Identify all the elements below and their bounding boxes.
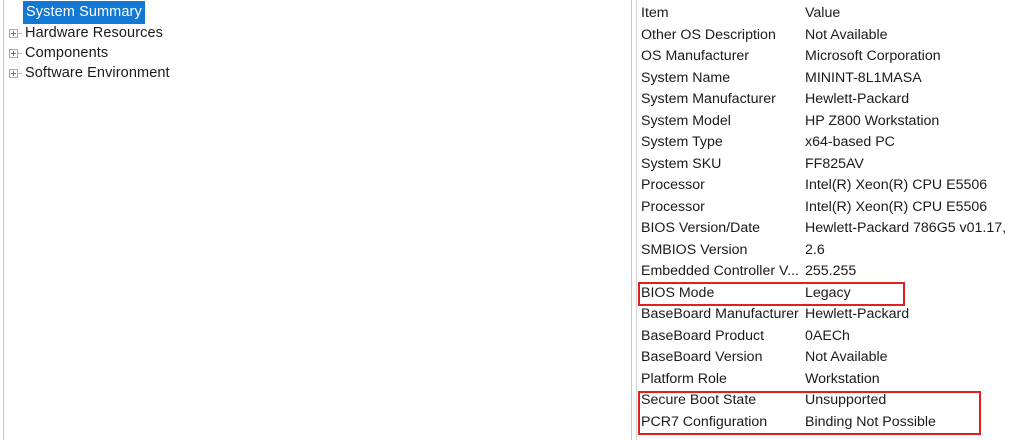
detail-item-value: Workstation <box>805 370 880 387</box>
expand-plus-icon[interactable] <box>4 43 23 63</box>
expand-plus-icon[interactable] <box>4 63 23 83</box>
tree-item-label: Software Environment <box>25 65 170 81</box>
detail-item-name: System Name <box>641 69 731 86</box>
tree-item-system-summary[interactable]: System Summary <box>4 1 631 24</box>
column-header-item: Item <box>641 5 669 21</box>
detail-item-name: OS Manufacturer <box>641 48 750 64</box>
detail-row[interactable]: SMBIOS Version 2.6 <box>639 240 1010 262</box>
detail-item-value: Hewlett-Packard <box>805 306 910 322</box>
detail-row[interactable]: System Type x64-based PC <box>639 132 1010 154</box>
expand-plus-icon[interactable] <box>4 23 23 43</box>
detail-item-name: System Type <box>641 134 723 150</box>
detail-item-name: BaseBoard Product <box>641 327 765 344</box>
detail-row[interactable]: Embedded Controller V... 255.255 <box>639 261 1010 283</box>
plus-box-glyph <box>9 29 18 38</box>
detail-row[interactable]: OS Manufacturer Microsoft Corporation <box>639 46 1010 68</box>
detail-item-name: System Manufacturer <box>641 91 776 107</box>
tree-connector-line <box>18 33 22 34</box>
detail-row[interactable]: BIOS Mode Legacy <box>639 283 1010 305</box>
detail-row[interactable]: System Name MININT-8L1MASA <box>639 68 1010 90</box>
detail-item-value: Not Available <box>805 26 888 43</box>
detail-row[interactable]: Secure Boot State Unsupported <box>639 390 1010 412</box>
detail-item-value: Hewlett-Packard 786G5 v01.17, 8/ <box>805 220 1010 236</box>
tree-item-label: System Summary <box>23 1 145 24</box>
tree-item-hardware-resources[interactable]: Hardware Resources <box>4 23 631 43</box>
detail-item-value: Not Available <box>805 349 888 365</box>
column-header-value: Value <box>805 5 841 21</box>
detail-item-name: Processor <box>641 177 705 193</box>
plus-box-glyph <box>9 69 18 78</box>
detail-row[interactable]: Other OS Description Not Available <box>639 25 1010 47</box>
detail-row[interactable]: BaseBoard Manufacturer Hewlett-Packard <box>639 304 1010 326</box>
pane-divider-line <box>631 0 632 440</box>
tree-item-label: Components <box>25 45 109 61</box>
detail-row[interactable]: System Model HP Z800 Workstation <box>639 111 1010 133</box>
detail-item-name: BIOS Version/Date <box>641 220 761 236</box>
detail-row[interactable]: BaseBoard Version Not Available <box>639 347 1010 369</box>
detail-item-name: Secure Boot State <box>641 392 757 408</box>
tree-item-software-environment[interactable]: Software Environment <box>4 63 631 83</box>
detail-item-value: x64-based PC <box>805 134 895 150</box>
detail-row[interactable]: Platform Role Workstation <box>639 369 1010 391</box>
detail-item-value: 0AECh <box>805 327 850 344</box>
detail-item-value: Binding Not Possible <box>805 413 936 430</box>
detail-item-name: BaseBoard Manufacturer <box>641 306 799 322</box>
detail-row[interactable]: Processor Intel(R) Xeon(R) CPU E5506 <box>639 197 1010 219</box>
detail-header-row[interactable]: Item Value <box>639 3 1010 25</box>
detail-item-name: System Model <box>641 112 731 129</box>
tree-indent-spacer <box>4 3 23 23</box>
detail-item-name: Embedded Controller V... <box>641 263 799 279</box>
detail-item-value: Intel(R) Xeon(R) CPU E5506 <box>805 177 988 193</box>
detail-item-value: 2.6 <box>805 241 825 258</box>
detail-item-name: Processor <box>641 198 705 215</box>
detail-item-name: System SKU <box>641 155 722 172</box>
detail-row[interactable]: System SKU FF825AV <box>639 154 1010 176</box>
detail-item-value: HP Z800 Workstation <box>805 112 940 129</box>
detail-item-name: BIOS Mode <box>641 284 715 301</box>
detail-item-value: FF825AV <box>805 155 864 172</box>
detail-item-name: PCR7 Configuration <box>641 413 768 430</box>
tree-connector-line <box>18 73 22 74</box>
tree-connector-line <box>18 53 22 54</box>
tree-item-components[interactable]: Components <box>4 43 631 63</box>
detail-item-name: SMBIOS Version <box>641 241 748 258</box>
detail-item-name: BaseBoard Version <box>641 349 763 365</box>
detail-row[interactable]: PCR7 Configuration Binding Not Possible <box>639 412 1010 434</box>
tree-item-label: Hardware Resources <box>25 25 163 41</box>
detail-item-name: Other OS Description <box>641 26 776 43</box>
detail-item-value: Legacy <box>805 284 851 301</box>
detail-item-value: Microsoft Corporation <box>805 48 941 64</box>
detail-row[interactable]: BIOS Version/Date Hewlett-Packard 786G5 v… <box>639 218 1010 240</box>
detail-row[interactable]: Processor Intel(R) Xeon(R) CPU E5506 <box>639 175 1010 197</box>
detail-item-value: Intel(R) Xeon(R) CPU E5506 <box>805 198 988 215</box>
detail-item-value: 255.255 <box>805 263 857 279</box>
pane-inner-border <box>636 0 637 440</box>
detail-row[interactable]: System Manufacturer Hewlett-Packard <box>639 89 1010 111</box>
plus-box-glyph <box>9 49 18 58</box>
detail-item-value: Hewlett-Packard <box>805 91 910 107</box>
detail-item-name: Platform Role <box>641 370 727 387</box>
detail-row[interactable]: BaseBoard Product 0AECh <box>639 326 1010 348</box>
detail-item-value: Unsupported <box>805 392 887 408</box>
detail-item-value: MININT-8L1MASA <box>805 69 922 86</box>
